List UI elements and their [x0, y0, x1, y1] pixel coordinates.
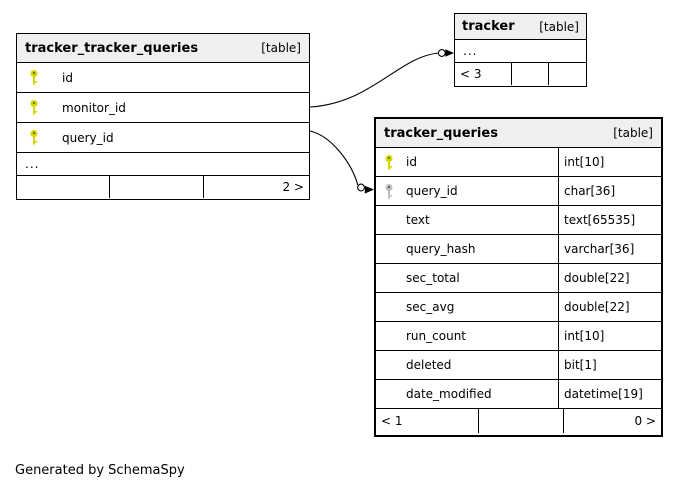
- table-footer: < 3: [455, 63, 586, 85]
- column-type: datetime[19]: [558, 380, 661, 408]
- column-row-query-hash: query_hash varchar[36]: [376, 235, 661, 264]
- column-name: deleted: [406, 358, 452, 372]
- table-title[interactable]: tracker: [462, 19, 515, 34]
- column-name: sec_total: [406, 271, 460, 285]
- table-title[interactable]: tracker_tracker_queries: [25, 40, 199, 56]
- column-type: char[36]: [558, 177, 661, 205]
- column-name: id: [62, 70, 73, 85]
- column-row-deleted: deleted bit[1]: [376, 351, 661, 380]
- column-name: query_hash: [406, 242, 476, 256]
- column-type: bit[1]: [558, 351, 661, 379]
- cardinality-circle-icon: [357, 183, 365, 192]
- footer-cell: [548, 63, 586, 85]
- table-tracker[interactable]: tracker [table] ... < 3: [454, 13, 587, 87]
- column-type: text[65535]: [558, 206, 661, 234]
- table-tracker-queries[interactable]: tracker_queries [table] id int[10] query…: [374, 117, 663, 437]
- relationship-line-monitor-id: [309, 52, 439, 108]
- column-row-run-count: run_count int[10]: [376, 322, 661, 351]
- column-name: run_count: [406, 329, 466, 343]
- footer-parents-count: < 1: [381, 414, 403, 428]
- arrowhead-icon: [445, 49, 454, 57]
- cardinality-circle-icon: [437, 49, 446, 57]
- column-row-sec-total: sec_total double[22]: [376, 264, 661, 293]
- column-name: monitor_id: [62, 100, 126, 115]
- column-name: id: [406, 155, 417, 169]
- column-name: query_id: [406, 184, 458, 198]
- primary-key-icon: [30, 100, 38, 115]
- column-type: double[22]: [558, 264, 661, 292]
- column-name: text: [406, 213, 430, 227]
- hidden-columns-ellipsis: ...: [455, 40, 586, 63]
- table-title[interactable]: tracker_queries: [384, 125, 498, 141]
- column-name: sec_avg: [406, 300, 455, 314]
- primary-key-icon: [30, 130, 38, 145]
- primary-key-icon: [30, 70, 38, 85]
- column-row-sec-avg: sec_avg double[22]: [376, 293, 661, 322]
- column-type: int[10]: [558, 322, 661, 350]
- column-row-id: id: [17, 63, 309, 93]
- footer-cell: [17, 176, 109, 198]
- footer-cell: [511, 63, 548, 85]
- column-type: double[22]: [558, 293, 661, 321]
- arrowhead-icon: [364, 185, 374, 194]
- table-tracker-tracker-queries[interactable]: tracker_tracker_queries [table] id monit…: [16, 33, 310, 200]
- footer-cell: [478, 409, 563, 433]
- relationship-line-query-id: [309, 130, 359, 186]
- generated-by-note: Generated by SchemaSpy: [15, 463, 185, 478]
- column-name: date_modified: [406, 387, 492, 401]
- column-row-query-id: query_id: [17, 123, 309, 153]
- table-header[interactable]: tracker_queries [table]: [376, 119, 661, 148]
- column-type: varchar[36]: [558, 235, 661, 263]
- table-badge: [table]: [539, 19, 579, 34]
- table-footer: 2 >: [17, 176, 309, 198]
- table-footer: < 1 0 >: [376, 409, 661, 433]
- column-row-id: id int[10]: [376, 148, 661, 177]
- column-row-text: text text[65535]: [376, 206, 661, 235]
- table-badge: [table]: [261, 41, 301, 55]
- primary-key-icon: [385, 154, 393, 170]
- table-header[interactable]: tracker [table]: [455, 14, 586, 40]
- hidden-columns-ellipsis: ...: [17, 153, 309, 176]
- column-row-query-id: query_id char[36]: [376, 177, 661, 206]
- footer-children-count: 2 >: [203, 176, 309, 198]
- footer-children-count: 0 >: [563, 409, 661, 433]
- footer-cell: [109, 176, 203, 198]
- column-type: int[10]: [558, 148, 661, 176]
- table-badge: [table]: [613, 126, 653, 140]
- table-header[interactable]: tracker_tracker_queries [table]: [17, 34, 309, 63]
- footer-parents-count: < 3: [460, 67, 482, 81]
- foreign-key-icon: [385, 183, 393, 199]
- column-name: query_id: [62, 130, 114, 145]
- column-row-date-modified: date_modified datetime[19]: [376, 380, 661, 409]
- column-row-monitor-id: monitor_id: [17, 93, 309, 123]
